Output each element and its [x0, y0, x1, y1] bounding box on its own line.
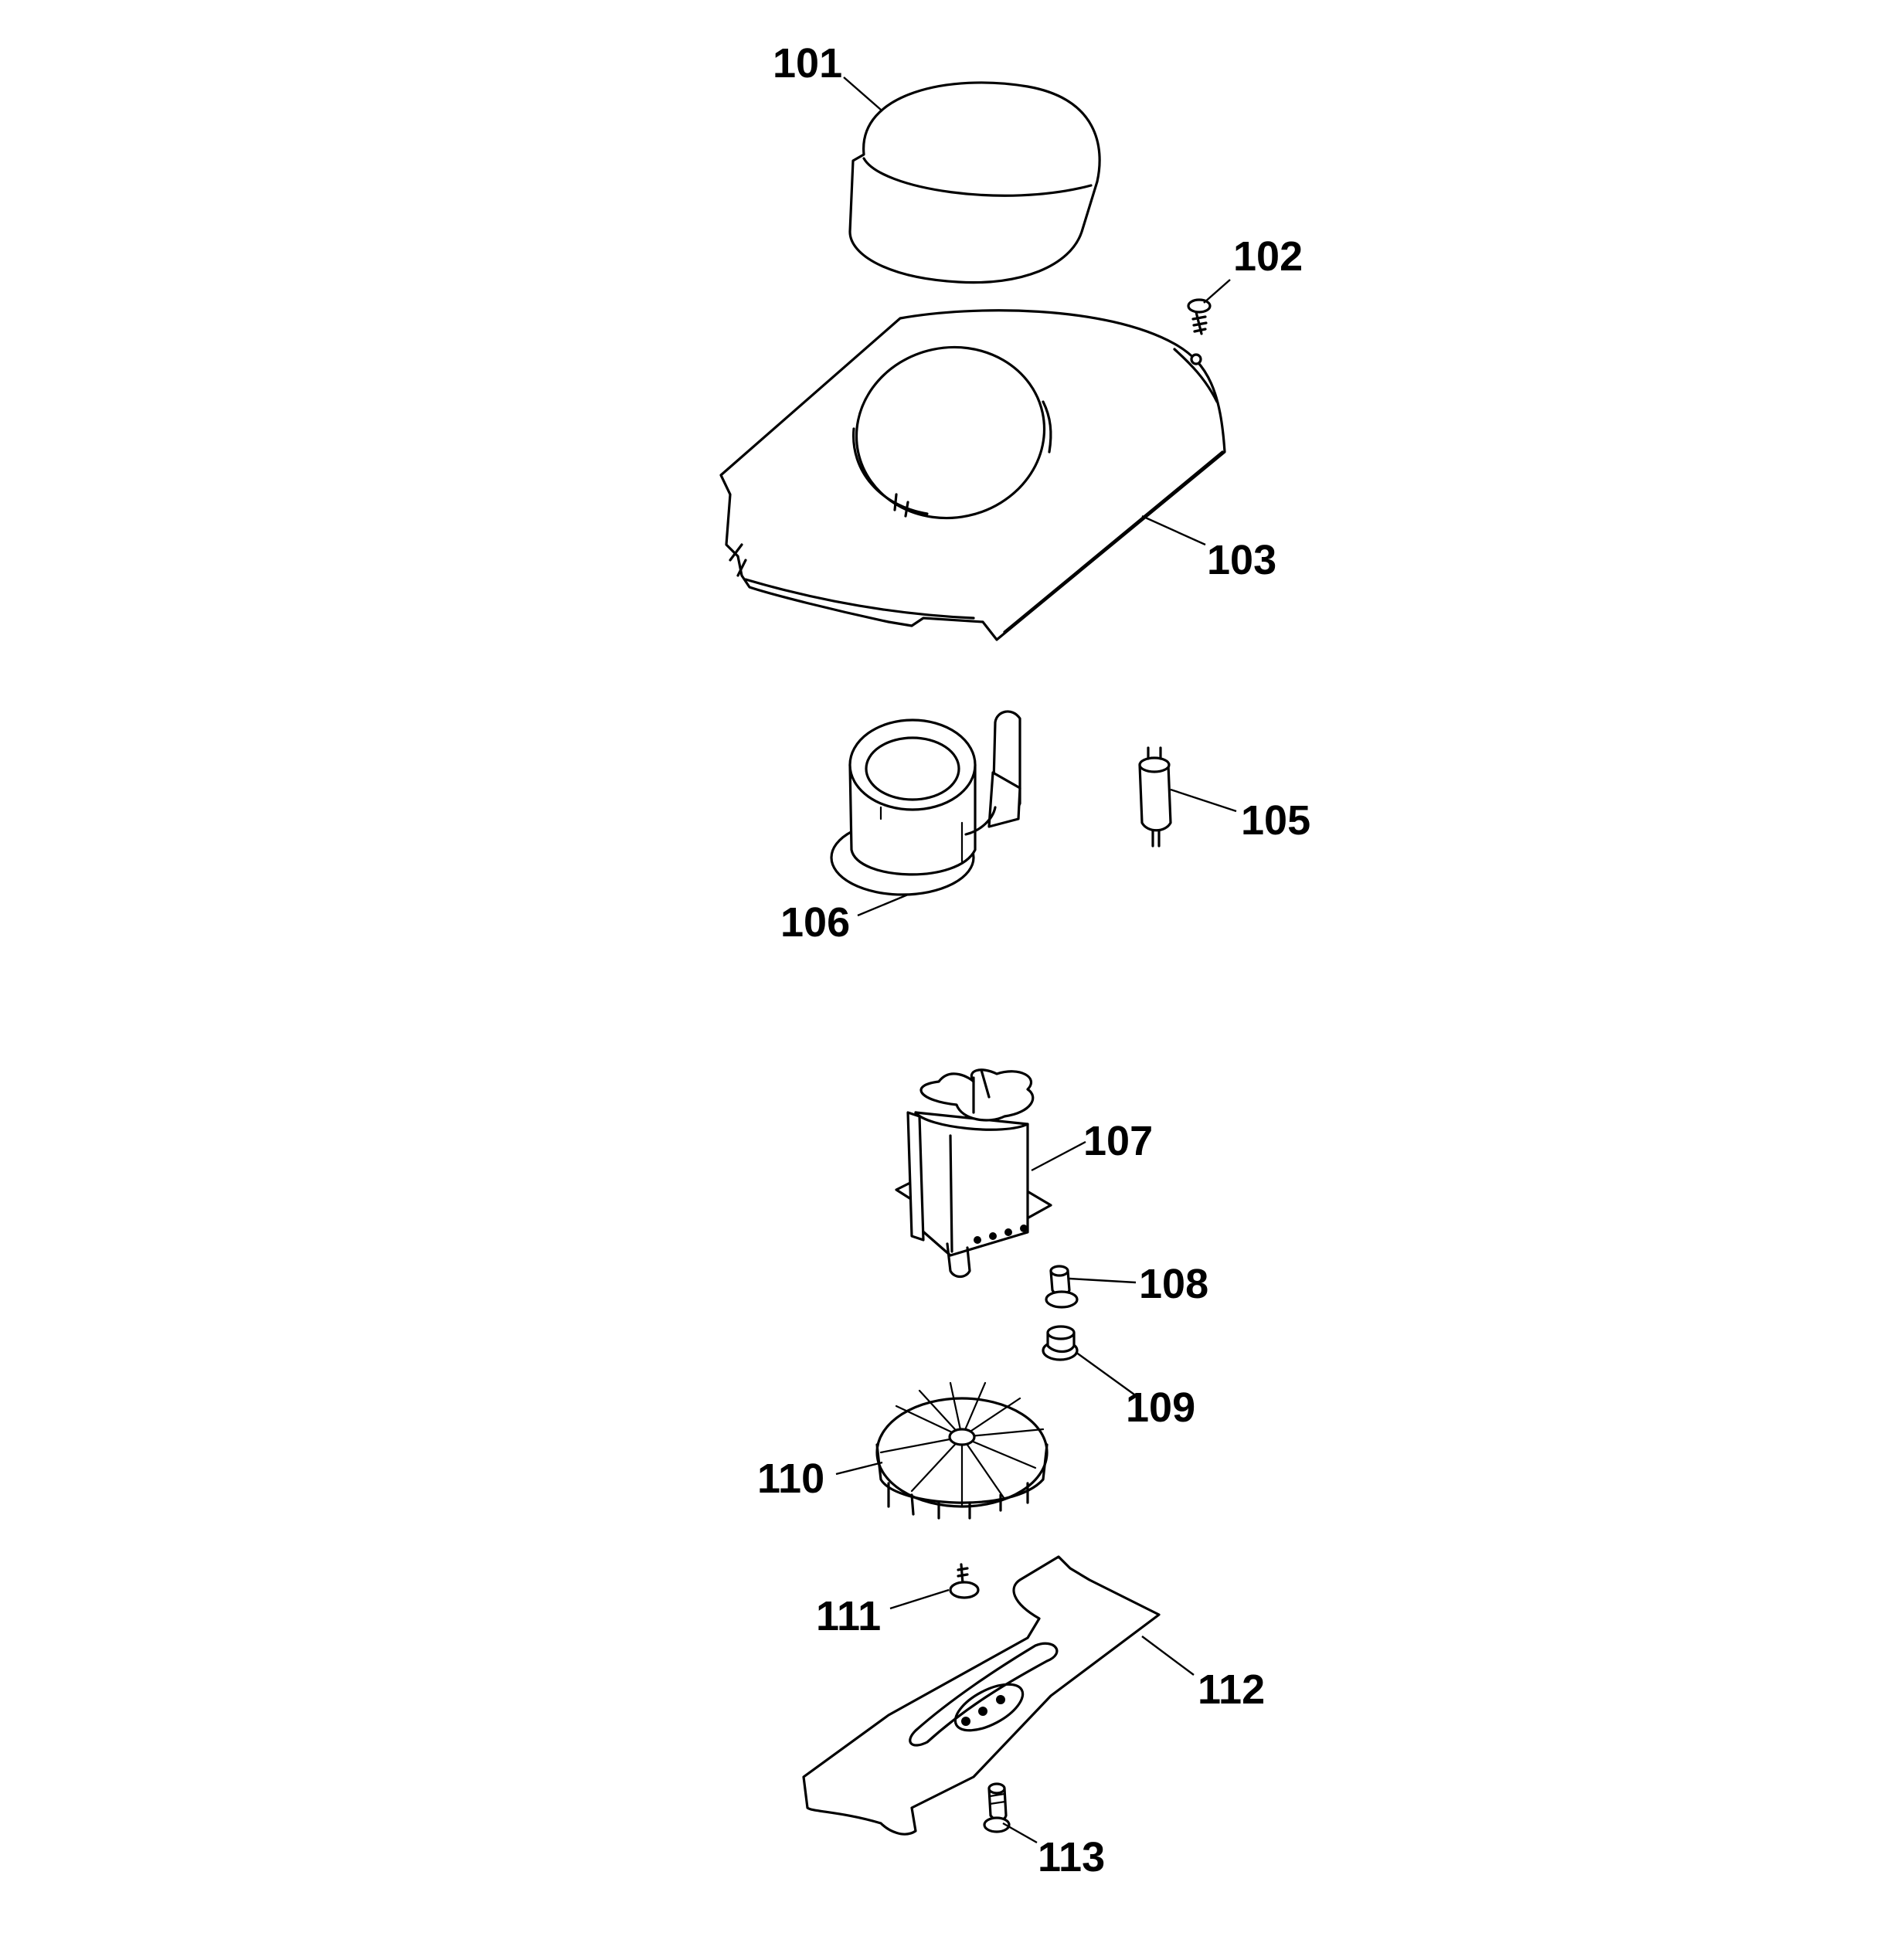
label-106: 106 — [780, 899, 850, 946]
part-110-fan-impeller-icon — [875, 1381, 1049, 1520]
leader-102 — [1203, 279, 1231, 304]
part-102-screw-icon — [1187, 298, 1212, 335]
leader-110 — [835, 1461, 883, 1476]
part-109-washer-icon — [1042, 1325, 1079, 1361]
part-101-air-filter-cap-icon — [848, 81, 1101, 284]
label-112: 112 — [1198, 1666, 1265, 1713]
label-109: 109 — [1126, 1384, 1195, 1431]
part-106-motor-housing-icon — [830, 710, 1021, 896]
label-113: 113 — [1038, 1834, 1105, 1880]
label-101: 101 — [773, 40, 842, 87]
leader-108 — [1069, 1277, 1137, 1284]
part-113-bolt-icon — [983, 1782, 1011, 1833]
part-108-bolt-icon — [1045, 1265, 1079, 1309]
leader-113 — [1002, 1822, 1038, 1844]
label-108: 108 — [1139, 1261, 1208, 1307]
leader-105 — [1170, 788, 1237, 813]
part-107-electric-motor-icon — [895, 1068, 1052, 1279]
label-105: 105 — [1241, 797, 1310, 844]
part-112-mower-blade-icon — [802, 1555, 1161, 1836]
label-110: 110 — [757, 1456, 824, 1502]
leader-109 — [1075, 1351, 1135, 1395]
leader-112 — [1141, 1636, 1195, 1676]
part-103-motor-cover-plate-icon — [719, 309, 1226, 641]
label-102: 102 — [1233, 233, 1303, 280]
part-111-bolt-icon — [949, 1563, 980, 1599]
label-107: 107 — [1083, 1118, 1153, 1164]
leader-106 — [857, 893, 909, 917]
label-103: 103 — [1207, 537, 1276, 583]
part-labels: 101 102 103 105 106 107 108 109 110 111 … — [757, 40, 1310, 1880]
leader-lines — [835, 76, 1237, 1844]
leader-107 — [1031, 1140, 1086, 1172]
part-105-capacitor-icon — [1138, 746, 1172, 848]
leader-101 — [843, 76, 882, 110]
leader-111 — [889, 1588, 950, 1610]
label-111: 111 — [816, 1593, 881, 1639]
leader-103 — [1141, 515, 1206, 546]
